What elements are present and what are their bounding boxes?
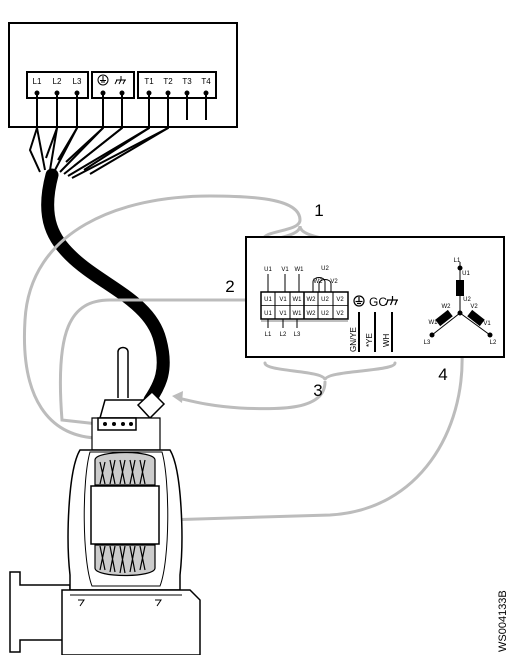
top-label-u2: U2 [321, 266, 329, 272]
star-label-l1: L1 [454, 258, 461, 264]
wire-label-ye: *YE [365, 333, 374, 347]
callout-1-leader [22, 194, 302, 440]
bottom-label-l3: L3 [294, 332, 301, 338]
terminal-label-t3: T3 [182, 77, 192, 86]
block-u1-bottom: U1 [264, 311, 272, 317]
block-bottom-leads [261, 319, 348, 328]
star-label-w1: W1 [429, 320, 439, 326]
power-cable [41, 168, 170, 407]
stator-outline [83, 451, 169, 587]
block-v1-top: V1 [279, 297, 287, 303]
block-w1-bottom: W1 [293, 311, 303, 317]
stator-winding-bottom [94, 544, 156, 577]
earth-terminal-block [91, 71, 135, 99]
star-label-v2: V2 [470, 304, 478, 310]
top-label-u1: U1 [264, 267, 272, 273]
terminal-label-l3: L3 [73, 77, 82, 86]
block-v2-top: V2 [336, 297, 344, 303]
block-top-leads [267, 274, 332, 292]
callout-4-label: 4 [438, 365, 447, 384]
pump-illustration [9, 346, 201, 655]
pump-housing-lower [61, 589, 201, 655]
top-label-w1: W1 [295, 267, 305, 273]
star-label-u1: U1 [462, 271, 470, 277]
star-winding-diagram [429, 262, 493, 338]
gc-label: GC [369, 295, 387, 309]
callout-3-label: 3 [313, 381, 322, 400]
star-label-v1: V1 [483, 321, 491, 327]
motor-terminal-strip [97, 417, 137, 431]
chassis-ground-icon [114, 76, 126, 85]
wire-label-gnye: GN/YE [349, 327, 358, 352]
top-label-v1: V1 [281, 267, 289, 273]
callout-3-bracket [263, 361, 397, 381]
gc-earth-icon [353, 295, 365, 307]
stator-winding-top [94, 451, 156, 486]
terminal-label-l2: L2 [53, 77, 62, 86]
top-label-w2: W2 [314, 279, 324, 285]
figure-code: WS004133B [497, 590, 508, 652]
block-w1-top: W1 [293, 297, 303, 303]
star-label-l3: L3 [424, 340, 431, 346]
callout-4-leader [163, 350, 464, 522]
cable-entry [136, 390, 166, 420]
block-v2-bottom: V2 [336, 311, 344, 317]
callout-2-label: 2 [225, 277, 234, 296]
callout-3-leader [176, 380, 327, 411]
discharge-flange [9, 571, 71, 653]
block-u2-bottom: U2 [321, 311, 329, 317]
wire-label-wh: WH [382, 333, 391, 347]
bottom-label-l2: L2 [280, 332, 287, 338]
motor-terminal-block [260, 291, 349, 320]
terminal-label-l1: L1 [33, 77, 42, 86]
block-v1-bottom: V1 [279, 311, 287, 317]
rotor-core [90, 485, 160, 545]
block-u2-top: U2 [321, 297, 329, 303]
block-w2-bottom: W2 [307, 311, 317, 317]
callout-2-leader [58, 298, 264, 426]
top-label-v2: V2 [330, 279, 338, 285]
star-label-u2: U2 [463, 297, 471, 303]
motor-terminal-dots [103, 422, 133, 426]
connection-diagram-panel: U1 V1 W1 U2 W2 V2 U1 U1 V1 V1 W1 W1 [245, 236, 505, 358]
gc-chassis-ground-icon [385, 296, 398, 306]
protective-earth-icon [97, 74, 109, 86]
callout-1-label: 1 [314, 201, 323, 220]
terminal-label-t4: T4 [201, 77, 211, 86]
bottom-label-l1: L1 [265, 332, 272, 338]
terminal-label-t2: T2 [163, 77, 173, 86]
control-box-wires-lower [28, 127, 169, 175]
star-label-l2: L2 [490, 340, 497, 346]
lifting-handle [117, 346, 129, 398]
terminal-label-t1: T1 [144, 77, 154, 86]
star-label-w2: W2 [442, 304, 452, 310]
block-u1-top: U1 [264, 297, 272, 303]
block-w2-top: W2 [307, 297, 317, 303]
gc-wires [358, 312, 393, 352]
